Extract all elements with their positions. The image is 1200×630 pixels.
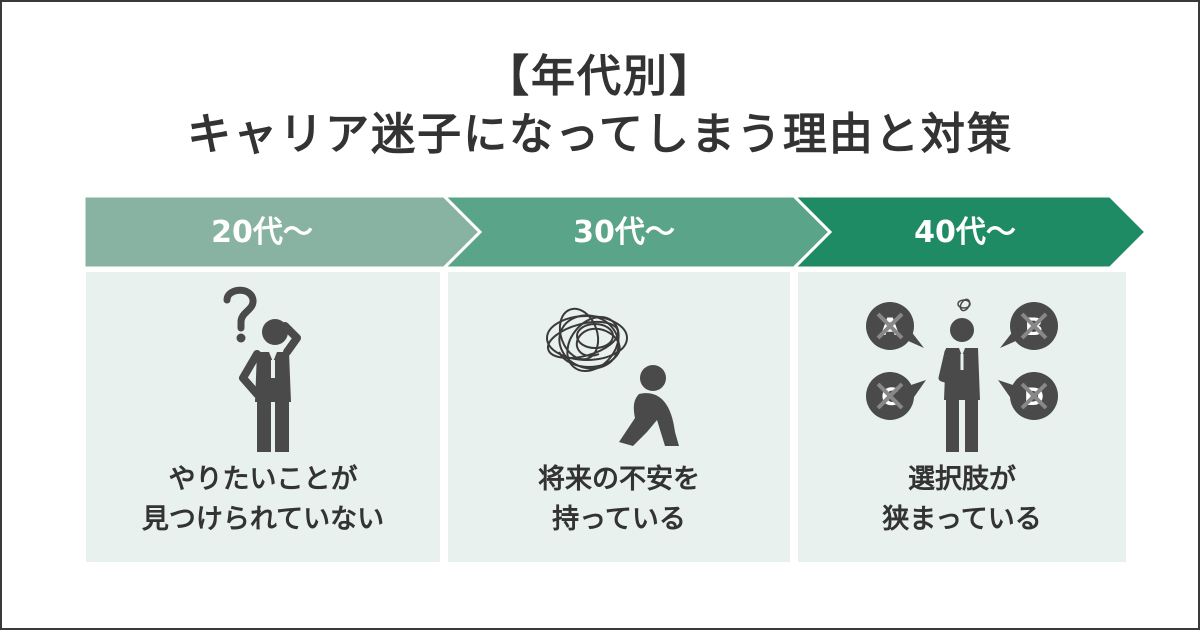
card-20s-text: やりたいことが 見つけられていない [86,460,440,540]
limited-choices-businessman-icon: A B C D [798,282,1126,462]
title-line-1: 【年代別】 [485,51,715,102]
card-40s-text: 選択肢が 狭まっている [798,460,1126,540]
card-30s-line-2: 持っている [552,504,686,535]
card-20s-line-1: やりたいことが [168,464,358,495]
confused-businessman-icon [86,282,440,462]
step-label-30s: 30代～ [573,215,675,250]
choice-bubble-c: C [866,372,926,420]
card-30s: 将来の不安を 持っている [448,272,790,562]
title-line-2: キャリア迷子になってしまう理由と対策 [187,109,1013,160]
step-arrow-40s [791,196,1148,268]
choice-bubble-d: D [998,372,1058,420]
card-40s-line-1: 選択肢が [908,464,1016,495]
card-40s: A B C D [798,272,1126,562]
page-title: 【年代別】 キャリア迷子になってしまう理由と対策 [0,48,1200,164]
step-arrow-30s [441,196,833,268]
card-20s: やりたいことが 見つけられていない [86,272,440,562]
step-label-20s: 20代～ [211,215,313,250]
card-30s-text: 将来の不安を 持っている [448,460,790,540]
step-label-40s: 40代～ [914,215,1016,250]
choice-bubble-b: B [1000,302,1058,350]
step-arrows [84,196,1148,268]
card-20s-line-2: 見つけられていない [141,504,385,535]
choice-bubble-a: A [866,302,924,350]
card-30s-line-1: 将来の不安を [538,464,700,495]
card-40s-line-2: 狭まっている [882,504,1042,535]
anxious-sitting-person-icon [448,282,790,462]
